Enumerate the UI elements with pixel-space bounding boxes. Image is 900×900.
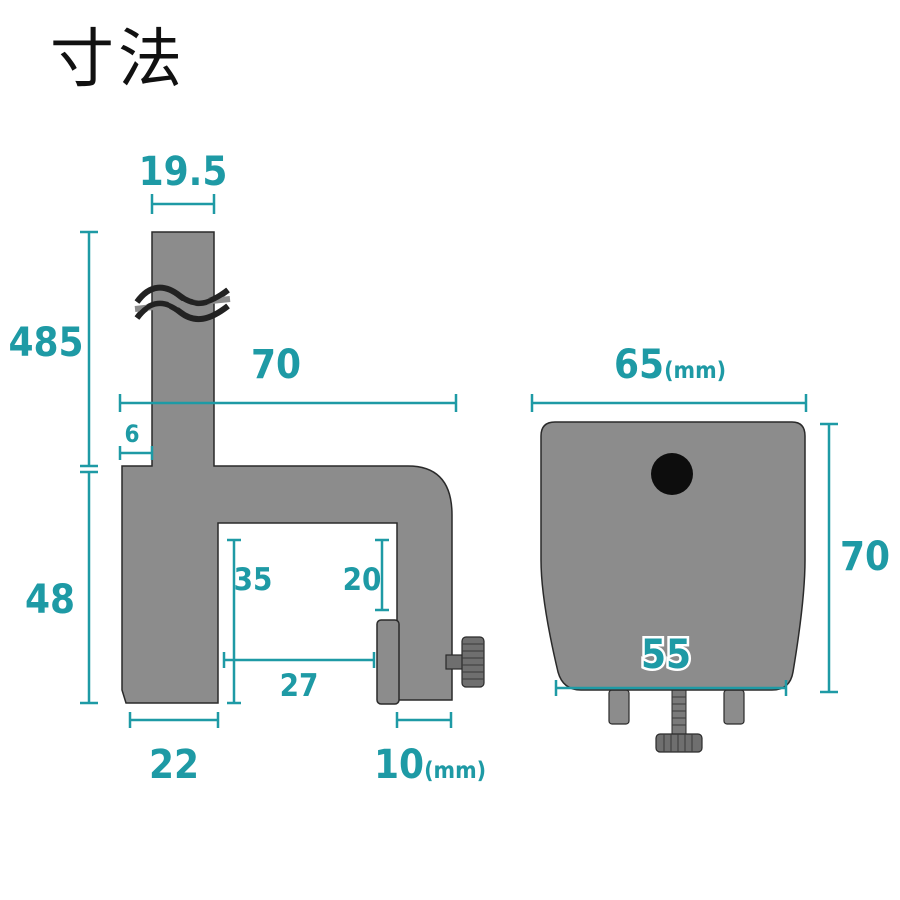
svg-text:55: 55 (641, 632, 691, 678)
mount-hole (651, 453, 693, 495)
front-view: 65(mm) 70 55 (530, 342, 890, 753)
front-leg-right (723, 689, 745, 725)
dim-front-bottom-width: 55 (554, 630, 788, 696)
dim-step: 6 (118, 420, 154, 460)
front-body (540, 421, 806, 691)
dim-front-width: 65(mm) (530, 342, 808, 412)
svg-text:48: 48 (25, 577, 75, 623)
dim-inner-width: 27 (222, 652, 376, 704)
side-view: 19.5 485 70 6 48 35 20 (8, 149, 486, 788)
clamp-pad (376, 619, 400, 705)
svg-text:27: 27 (280, 668, 319, 704)
svg-text:20: 20 (343, 562, 382, 598)
dim-inner-height: 35 (227, 538, 273, 705)
dim-base-width: 22 (128, 712, 220, 788)
dim-pole-height: 485 (8, 230, 98, 468)
svg-text:35: 35 (234, 562, 273, 598)
dim-clamp-height: 48 (25, 470, 98, 705)
clamp-body (121, 231, 453, 704)
svg-text:10(mm): 10(mm) (374, 742, 486, 788)
dim-pole-width: 19.5 (139, 149, 228, 214)
svg-text:19.5: 19.5 (139, 149, 228, 195)
front-leg-left (608, 689, 630, 725)
svg-text:485: 485 (8, 320, 83, 366)
svg-text:65(mm): 65(mm) (614, 342, 726, 388)
dim-front-height: 70 (820, 422, 890, 694)
svg-text:6: 6 (124, 420, 139, 448)
wavy-break-icon (134, 284, 231, 323)
thumb-screw-icon (445, 636, 485, 688)
dim-total-width: 70 (118, 342, 458, 412)
svg-text:22: 22 (149, 742, 199, 788)
svg-text:70: 70 (840, 534, 890, 580)
thumb-screw-front-icon (655, 689, 703, 753)
page-title: 寸法 (50, 23, 186, 97)
svg-text:70: 70 (251, 342, 301, 388)
dim-screw-clearance: 20 (343, 538, 389, 612)
dim-pad-width: 10(mm) (374, 712, 486, 788)
